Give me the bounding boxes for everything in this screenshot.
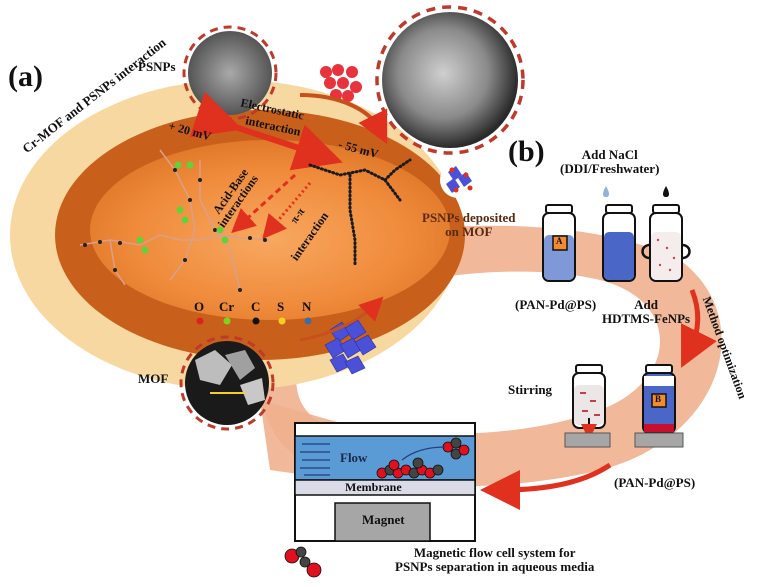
capture-arrow xyxy=(401,446,446,461)
add-hdtms-line-2: HDTMS-FeNPs xyxy=(602,311,691,327)
mof-crystal xyxy=(195,350,232,385)
stir-plate xyxy=(564,432,611,448)
legend-s: S xyxy=(277,299,285,314)
panel-a-label: (a) xyxy=(8,60,43,93)
pan-label-top: (PAN-Pd@PS) xyxy=(515,297,597,312)
workflow-band xyxy=(260,225,722,487)
psnp-fenp-complex-icon xyxy=(284,546,322,578)
deposited-label-line-1: PSNPs deposited xyxy=(422,210,516,225)
flow-label: Flow xyxy=(340,450,368,465)
caption-line-1: Magnetic flow cell system for xyxy=(413,545,576,560)
psnps-cluster-icon xyxy=(320,64,362,102)
vial-stirring xyxy=(564,364,611,448)
vial-a-tag xyxy=(552,235,568,251)
add-hdtms-label: Add HDTMS-FeNPs xyxy=(602,297,691,327)
membrane-label: Membrane xyxy=(345,480,402,494)
legend-o: O xyxy=(194,299,205,314)
acid-base-arrow xyxy=(231,173,297,234)
panel-b-label: (b) xyxy=(508,135,545,168)
shake-arrow-right xyxy=(681,243,691,260)
deposited-bubble xyxy=(440,162,476,198)
legend-n: N xyxy=(302,299,312,314)
psnps-on-mof-sem-border xyxy=(375,5,525,155)
vial-hdtms xyxy=(641,186,691,282)
stirring-label: Stirring xyxy=(508,382,553,397)
legend-dot-o xyxy=(196,317,204,325)
legend-dot-c xyxy=(252,317,260,325)
method-arrow xyxy=(681,289,717,368)
vial-b xyxy=(634,364,684,448)
vial-a-tag-label: A xyxy=(556,236,563,246)
legend-dot-s xyxy=(278,317,286,325)
membrane-layer xyxy=(294,479,476,496)
magnet-block xyxy=(334,502,431,542)
flow-cell-caption: Magnetic flow cell system for PSNPs sepa… xyxy=(395,545,595,575)
to-flow-cell-arrow xyxy=(480,462,612,510)
deposited-cluster-icon xyxy=(446,166,473,193)
mof-atoms xyxy=(83,168,267,292)
mof-arrow xyxy=(299,296,384,342)
add-hdtms-line-1: Add xyxy=(634,297,658,312)
particle-aggregate xyxy=(376,437,470,479)
deposited-label: PSNPs deposited on MOF xyxy=(422,210,516,240)
magnet-label: Magnet xyxy=(362,512,405,527)
pan-label-bottom: (PAN-Pd@PS) xyxy=(614,475,696,490)
vial-nacl xyxy=(602,186,636,282)
psnp-molecule xyxy=(308,158,412,267)
water-drop-icon xyxy=(603,186,609,197)
vial-b-tag xyxy=(651,393,667,408)
flow-lines xyxy=(300,443,330,476)
legend-c: C xyxy=(251,299,261,314)
mof-crystal xyxy=(225,350,255,380)
vial-b-tag-label: B xyxy=(655,394,662,404)
mof-label: MOF xyxy=(138,371,169,386)
caption-line-2: PSNPs separation in aqueous media xyxy=(395,559,595,575)
mof-crystal xyxy=(240,378,265,405)
cr-atoms xyxy=(136,161,229,254)
add-nacl-line-1: Add NaCl xyxy=(581,147,638,162)
add-nacl-label: Add NaCl (DDI/Freshwater) xyxy=(560,147,660,177)
deposited-label-line-2: on MOF xyxy=(445,224,493,240)
black-drop-icon xyxy=(663,186,669,197)
legend-cr: Cr xyxy=(219,299,235,314)
legend-dot-cr xyxy=(223,317,231,325)
shake-arrow-left xyxy=(641,243,651,260)
add-nacl-line-2: (DDI/Freshwater) xyxy=(560,161,660,177)
vial-a xyxy=(542,204,576,282)
element-legend-dots xyxy=(196,317,312,325)
electrostatic-arrow xyxy=(189,91,343,171)
pi-pi-arrow xyxy=(262,182,312,240)
mof-crystals-icon xyxy=(324,319,377,375)
psnps-label: PSNPs xyxy=(138,59,176,74)
psnps-on-mof-sem-image xyxy=(382,12,518,148)
legend-dot-n xyxy=(304,317,312,325)
flow-cell xyxy=(294,422,476,542)
magnet-plate xyxy=(634,432,684,448)
mof-sem-border xyxy=(179,335,275,431)
